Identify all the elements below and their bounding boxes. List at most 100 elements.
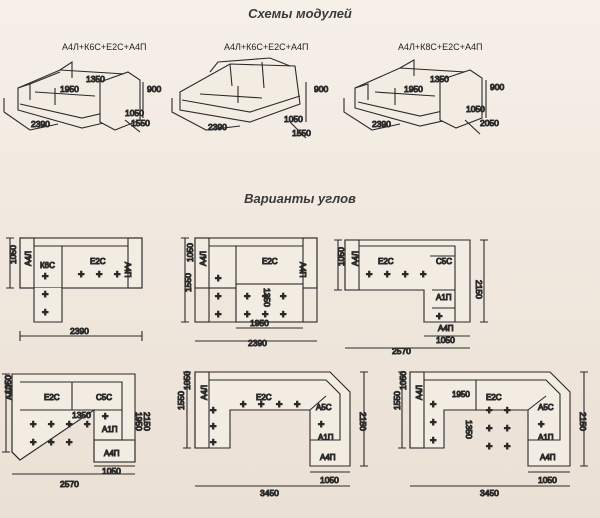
module-1-dim-a: 1350 xyxy=(86,74,105,84)
corner-6-dim-side: 1350 xyxy=(464,420,474,439)
corner-1-dim-height: 1050 xyxy=(8,245,18,264)
corner-6-label-a4l: А4Л xyxy=(415,385,424,400)
corner-1-label-a4p: А4П xyxy=(123,262,132,278)
corner-3-dim-height: 1050 xyxy=(336,247,346,266)
corner-1-label-a4l: А4Л xyxy=(24,251,33,266)
module-2-dim-c: 1550 xyxy=(292,128,311,138)
svg-text:+: + xyxy=(96,269,102,281)
corner-1-plus-marks: ++++ ++ xyxy=(41,268,121,319)
corner-6-dim-width: 3450 xyxy=(480,488,499,498)
corner-plan-3 xyxy=(334,239,488,349)
corner-1-label-k6c: К6С xyxy=(40,261,55,270)
module-2-sketch xyxy=(171,57,307,139)
corner-5-label-a5c: А5С xyxy=(316,403,332,412)
svg-text:+: + xyxy=(42,271,48,283)
corner-5-dim-right: 2150 xyxy=(358,412,368,431)
module-3-dim-c: 900 xyxy=(490,82,504,92)
module-1-dim-e: 1550 xyxy=(131,118,150,128)
svg-text:+: + xyxy=(402,269,408,281)
corner-5-dim-width: 3450 xyxy=(260,488,279,498)
corners-title: Варианты углов xyxy=(244,191,356,206)
svg-text:+: + xyxy=(486,405,492,417)
corner-6-label-a4p: А4П xyxy=(540,453,556,462)
corner-3-label-a1p: А1П xyxy=(436,293,452,302)
module-2-dim-a: 900 xyxy=(314,84,328,94)
corner-5-dim-depth: 1550 xyxy=(176,391,186,410)
corner-2-dim-inner: 1950 xyxy=(250,318,269,328)
corner-5-label-a4p: А4П xyxy=(320,453,336,462)
corner-3-label-a4p: А4П xyxy=(438,324,454,333)
svg-text:+: + xyxy=(504,405,510,417)
corner-4-dim-bottom: 1050 xyxy=(102,466,121,476)
svg-text:+: + xyxy=(244,291,250,303)
corner-6-dim-depth: 1550 xyxy=(392,391,402,410)
svg-text:+: + xyxy=(102,411,108,423)
corner-4-dim-width: 2570 xyxy=(60,479,79,489)
corner-6-plus-marks: +++ ++ ++ ++ + xyxy=(429,398,545,453)
module-1-dim-d: 1050 xyxy=(125,108,144,118)
svg-text:+: + xyxy=(215,309,221,321)
corner-3-label-a4l: А4Л xyxy=(351,251,360,266)
svg-text:+: + xyxy=(486,441,492,453)
corner-3-plus-marks: ++++ + xyxy=(365,268,443,323)
corner-2-label-a4l: А4Л xyxy=(199,251,208,266)
svg-text:+: + xyxy=(114,269,120,281)
module-1-formula: А4Л+К6С+Е2С+А4П xyxy=(62,42,147,52)
corner-3-label-c5c: С5С xyxy=(436,257,452,266)
corner-2-dim-depth: 1550 xyxy=(183,273,193,292)
corner-4-label-e2c: Е2С xyxy=(44,393,60,402)
svg-text:+: + xyxy=(210,421,216,433)
corner-4-dim-inner: 1950 xyxy=(134,412,144,431)
module-2-dim-b: 1050 xyxy=(284,114,303,124)
corner-5-label-a4l: А4Л xyxy=(200,385,209,400)
module-1-dim-f: 2390 xyxy=(31,119,50,129)
module-2-formula: А4Л+К6С+Е2С+А4П xyxy=(224,42,309,52)
corner-3-dim-width: 2570 xyxy=(392,346,411,356)
svg-text:+: + xyxy=(84,419,90,431)
corner-plan-4 xyxy=(2,373,136,475)
corner-5-label-e2c: Е2С xyxy=(256,393,272,402)
modules-title: Схемы модулей xyxy=(248,6,352,21)
svg-text:+: + xyxy=(262,291,268,303)
corner-4-dim-depth: 2150 xyxy=(142,412,152,431)
svg-text:+: + xyxy=(430,417,436,429)
corner-plan-1 xyxy=(6,237,143,341)
module-3-dim-a: 1350 xyxy=(430,74,449,84)
svg-text:+: + xyxy=(384,269,390,281)
svg-text:+: + xyxy=(538,419,544,431)
svg-text:+: + xyxy=(276,399,282,411)
corner-2-label-e2c: Е2С xyxy=(262,257,278,266)
svg-text:+: + xyxy=(258,399,264,411)
svg-text:+: + xyxy=(318,419,324,431)
module-3-sketch xyxy=(343,59,487,135)
svg-text:+: + xyxy=(30,437,36,449)
svg-text:+: + xyxy=(240,399,246,411)
corner-5-dim-inner: 1050 xyxy=(320,475,339,485)
svg-text:+: + xyxy=(280,291,286,303)
svg-text:+: + xyxy=(280,309,286,321)
corner-3-dim-inner: 1050 xyxy=(436,335,455,345)
corner-1-dim-width: 2390 xyxy=(70,326,89,336)
corner-6-label-1950: 1950 xyxy=(452,390,470,399)
corner-1-label-e2c: Е2С xyxy=(90,257,106,266)
corner-plan-2 xyxy=(181,237,318,342)
svg-text:+: + xyxy=(42,307,48,319)
corner-3-dim-depth: 2150 xyxy=(474,280,484,299)
corner-2-dim-height: 1050 xyxy=(185,243,195,262)
corner-5-label-a1p: А1П xyxy=(318,433,334,442)
svg-text:+: + xyxy=(215,291,221,303)
corner-6-dim-height: 1050 xyxy=(398,371,408,390)
svg-text:+: + xyxy=(66,437,72,449)
svg-text:+: + xyxy=(504,423,510,435)
module-3-dim-e: 2050 xyxy=(480,118,499,128)
corner-4-plus-marks: ++++ +++ + xyxy=(29,410,109,449)
svg-text:+: + xyxy=(430,399,436,411)
svg-text:+: + xyxy=(486,423,492,435)
corner-plan-6 xyxy=(398,371,588,487)
svg-text:+: + xyxy=(210,405,216,417)
corner-2-dim-width: 2390 xyxy=(248,338,267,348)
svg-text:+: + xyxy=(30,419,36,431)
svg-text:+: + xyxy=(366,269,372,281)
corner-5-plus-marks: ++++ +++ + xyxy=(209,398,325,449)
